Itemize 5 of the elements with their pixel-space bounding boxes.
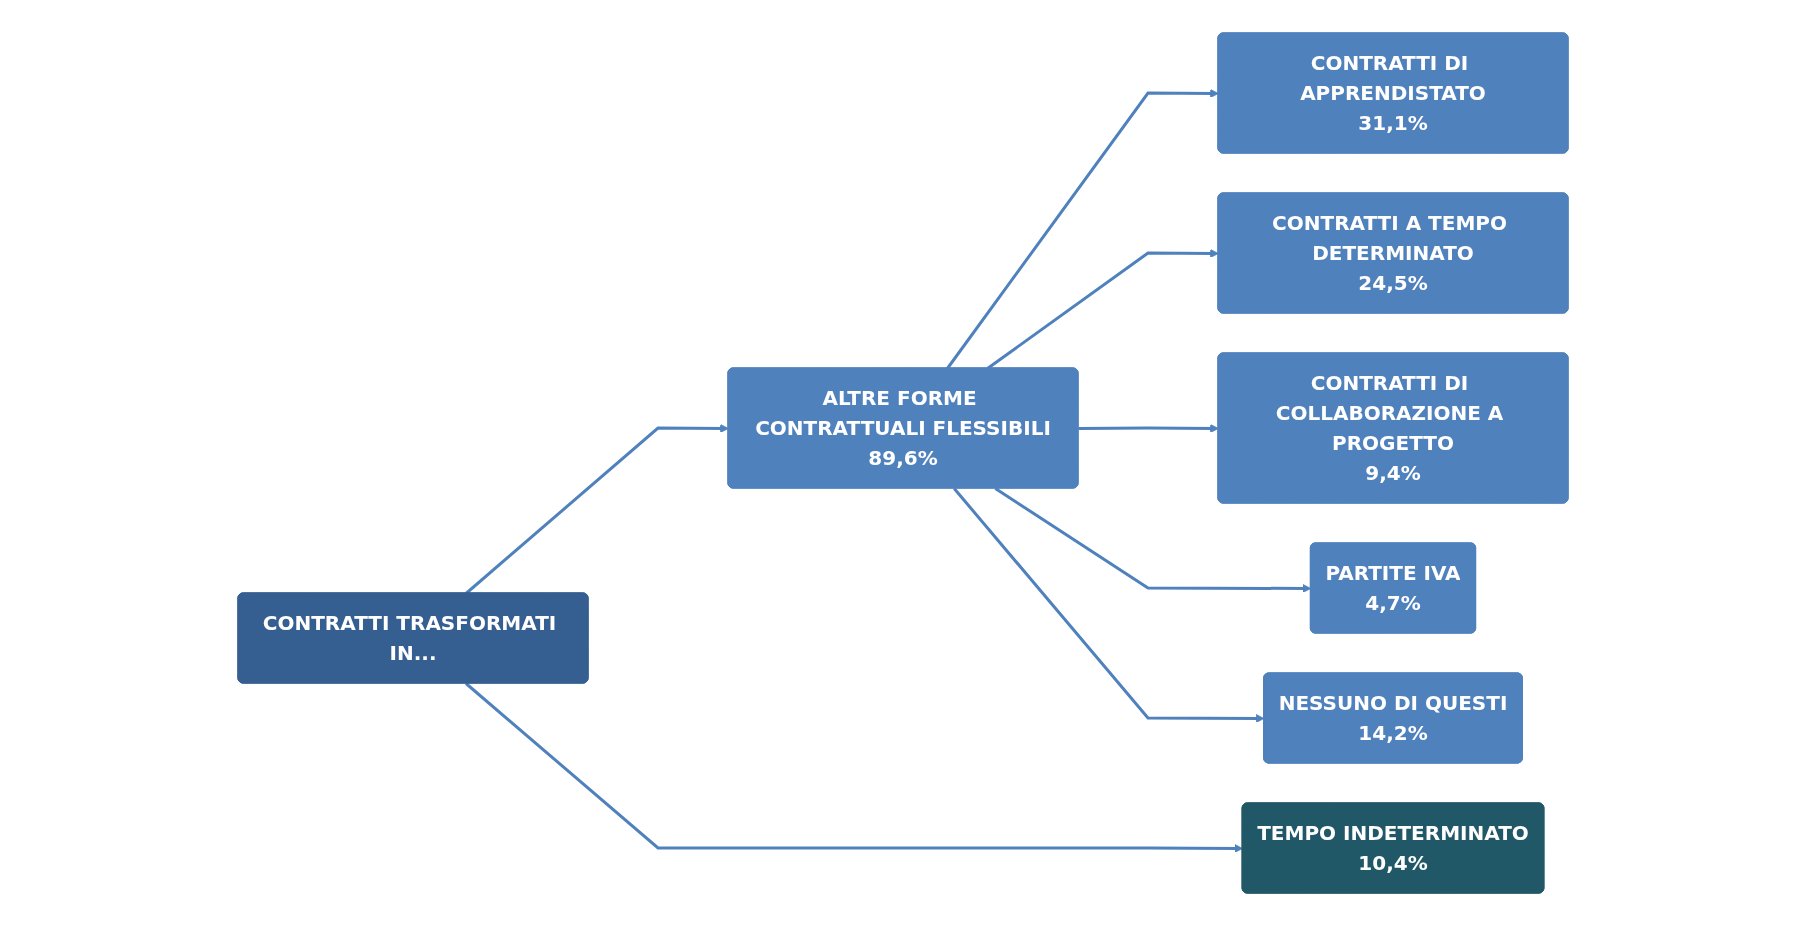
arrow	[945, 88, 1219, 369]
arrow	[464, 681, 1243, 853]
arrow	[994, 486, 1311, 593]
arrow	[952, 487, 1265, 723]
arrow	[1078, 423, 1219, 433]
